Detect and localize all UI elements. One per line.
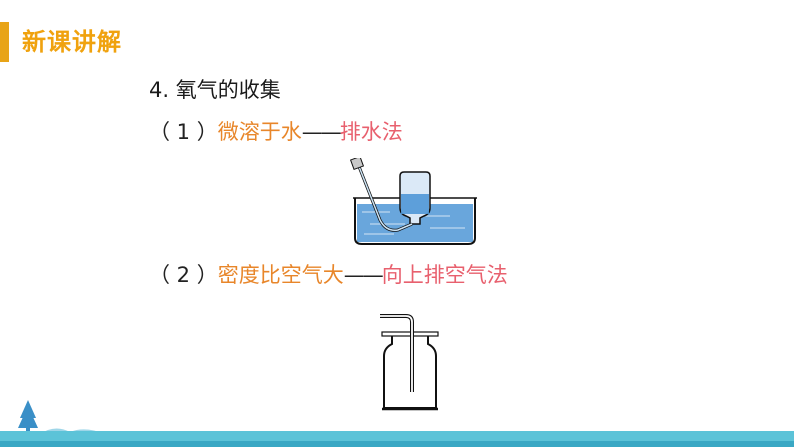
header-title: 新课讲解 <box>22 28 122 56</box>
item-number: （ 1 ） <box>149 120 218 144</box>
dash: —— <box>301 120 342 144</box>
property-text: 微溶于水 <box>217 120 302 144</box>
water-displacement-figure <box>350 158 477 245</box>
collection-method-2: （ 2 ）密度比空气大——向上排空气法 <box>149 261 508 289</box>
header-accent-bar <box>0 22 9 62</box>
method-text: 排水法 <box>339 120 403 144</box>
gas-jar-figure <box>380 314 439 411</box>
section-title: 4. 氧气的收集 <box>149 78 281 102</box>
dash: —— <box>343 263 384 287</box>
item-number: （ 2 ） <box>149 263 218 287</box>
bottom-band-dark <box>0 441 794 447</box>
collection-method-1: （ 1 ）微溶于水——排水法 <box>149 118 403 146</box>
method-text: 向上排空气法 <box>381 263 508 287</box>
property-text: 密度比空气大 <box>217 263 344 287</box>
